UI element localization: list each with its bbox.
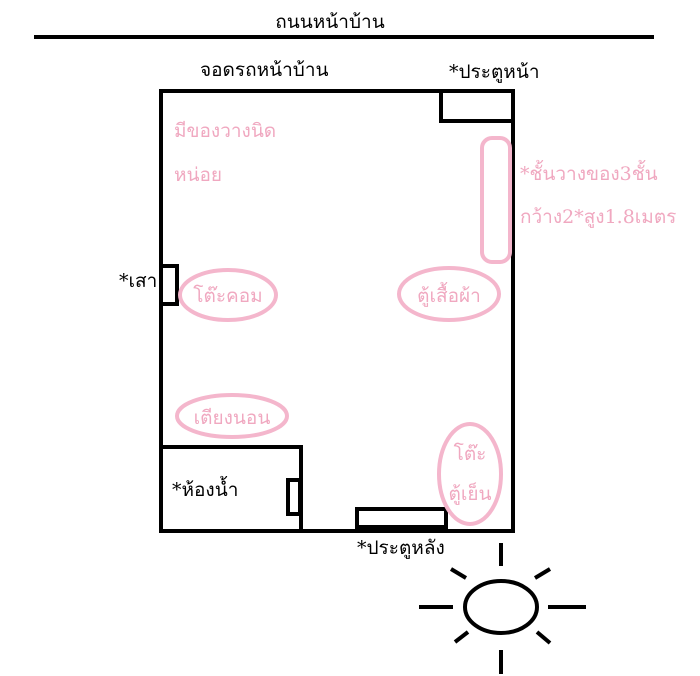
front-door: [439, 89, 515, 123]
clutter-note-line-2: หน่อย: [174, 164, 222, 186]
bed: [175, 393, 289, 439]
fridge-table: [437, 422, 503, 526]
fridge-table-label-line-1: โต๊ะ: [454, 442, 487, 465]
pillar-label: *เสา: [119, 270, 157, 292]
room-outline: [159, 89, 515, 533]
computer-desk: [178, 268, 278, 322]
bed-label: เตียงนอน: [194, 407, 271, 429]
fridge-table-label-line-2: ตู้เย็น: [449, 481, 492, 505]
clutter-note-line-1: มีของวางนิด: [174, 120, 276, 142]
parking-label: จอดรถหน้าบ้าน: [200, 59, 329, 81]
street-label: ถนนหน้าบ้าน: [275, 11, 384, 33]
bathroom-label: *ห้องน้ำ: [172, 476, 238, 501]
front-door-label: *ประตูหน้า: [449, 61, 540, 83]
pillar: [159, 264, 179, 306]
shelf-note-line-1: *ชั้นวางของ3ชั้น: [520, 160, 658, 185]
bathroom-door: [286, 478, 302, 516]
back-door: [355, 507, 448, 529]
wardrobe-label: ตู้เสื้อผ้า: [417, 282, 481, 307]
shelf-note-line-2: กว้าง2*สูง1.8เมตร: [520, 206, 676, 228]
shelf: [480, 136, 512, 264]
wardrobe: [397, 266, 501, 322]
sun-icon: [419, 543, 586, 674]
computer-desk-label: โต๊ะคอม: [193, 284, 262, 307]
back-door-label: *ประตูหลัง: [357, 537, 445, 559]
